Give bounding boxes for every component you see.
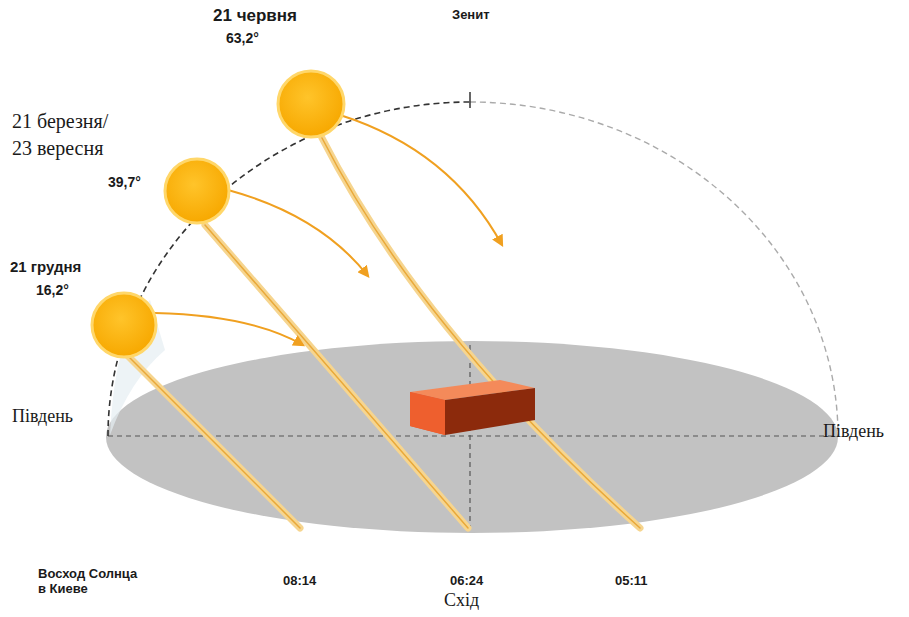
date-label: 21 грудня (10, 258, 81, 275)
zenith-tick (469, 92, 471, 108)
zenith-label: Зенит (452, 8, 490, 23)
ground-plane (106, 341, 838, 533)
altitude-label: 63,2° (226, 30, 259, 46)
date-label: 23 вересня (12, 137, 103, 160)
altitude-label: 39,7° (108, 174, 141, 190)
sun-rays (122, 138, 640, 528)
building-box (410, 380, 535, 435)
direction-label: Південь (823, 421, 884, 442)
time-label: 08:14 (283, 574, 316, 589)
time-label: 05:11 (615, 574, 648, 589)
east-axis (469, 345, 470, 532)
caption-note: Восход Солнца в Киеве (38, 567, 148, 597)
time-label: 06:24 (450, 574, 483, 589)
altitude-label: 16,2° (36, 282, 69, 298)
date-label: 21 березня/ (12, 110, 108, 133)
sun-symbol (92, 71, 344, 357)
date-label: 21 червня (213, 6, 297, 26)
south-axis (108, 435, 838, 436)
sun-arrows (155, 115, 502, 345)
direction-label: Схід (444, 590, 479, 611)
direction-label: Південь (12, 406, 73, 427)
